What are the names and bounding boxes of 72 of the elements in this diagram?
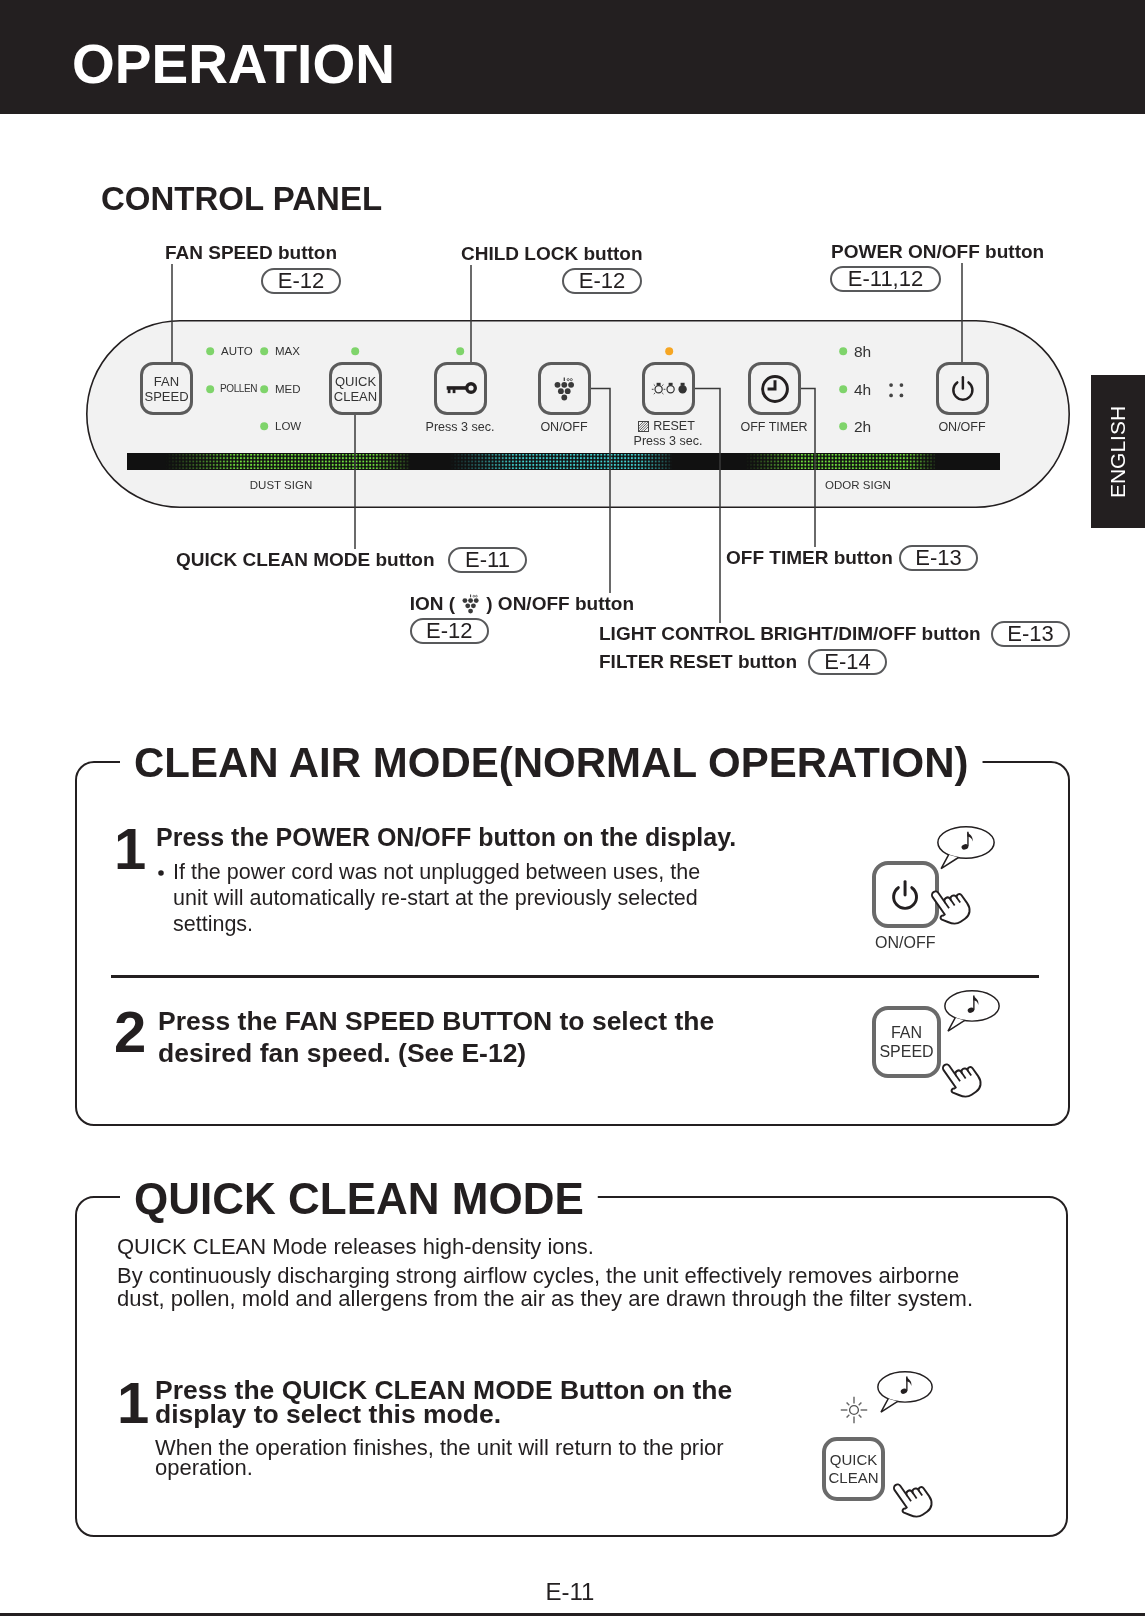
indicator-label: MED <box>275 382 301 396</box>
button-caption: RESET <box>653 418 695 434</box>
leader-line <box>961 262 963 363</box>
tab-label: ENGLISH <box>1106 405 1130 498</box>
button-caption: ON/OFF <box>938 419 986 435</box>
step-note: When the operation finishes, the unit will return to the prior operation. <box>155 1438 725 1478</box>
callout-label: ION ( <box>409 593 456 615</box>
indicator-label: LOW <box>275 419 302 433</box>
callout-label: FAN SPEED button <box>165 242 338 264</box>
language-tab <box>1091 375 1145 528</box>
indicator-label: POLLEN <box>220 383 258 395</box>
button-label: FAN SPEED <box>879 1023 934 1061</box>
page-reference: E-12 <box>261 268 341 294</box>
panel-button <box>329 362 382 415</box>
page-reference: E-12 <box>562 268 642 294</box>
button-label: QUICK CLEAN <box>333 373 378 404</box>
section-title: CONTROL PANEL <box>101 180 383 218</box>
timer-label: 2h <box>854 416 872 436</box>
button-caption: Press 3 sec. <box>425 419 495 435</box>
panel-button <box>748 362 801 415</box>
indicator-label: MAX <box>275 344 300 358</box>
callout-label: POWER ON/OFF button <box>831 241 1045 263</box>
sign-label: ODOR SIGN <box>825 478 891 492</box>
intro-text: QUICK CLEAN Mode releases high-density ions. <box>117 1234 594 1258</box>
button-caption: OFF TIMER <box>740 419 808 435</box>
leader-line <box>800 387 816 548</box>
leader-line <box>354 414 356 550</box>
leader-line <box>590 387 611 594</box>
button-illustration <box>822 1437 885 1501</box>
sign-label: DUST SIGN <box>249 478 313 492</box>
page-reference: E-13 <box>991 621 1070 647</box>
page-reference: E-14 <box>808 649 887 675</box>
step-number: 1 <box>117 1372 150 1434</box>
step-number: 2 <box>114 1001 147 1063</box>
indicator-label: AUTO <box>221 344 253 358</box>
page-reference: E-11 <box>448 547 527 573</box>
step-note: If the power cord was not unplugged between uses, the unit will automatically re-start at the previously selected settings. <box>173 859 702 937</box>
step-instruction: Press the FAN SPEED BUTTON to select the desired fan speed. (See E-12) <box>158 1005 716 1069</box>
page-title: OPERATION <box>72 34 395 94</box>
button-caption: ON/OFF <box>540 419 588 435</box>
page-number: E-11 <box>545 1578 595 1606</box>
intro-text: By continuously discharging strong airflow cycles, the unit effectively removes airborne dust, pollen, mold and allergens from the air as they are drawn through the filter system. <box>117 1263 974 1310</box>
page-reference: E-11,12 <box>830 266 941 292</box>
panel-button <box>936 362 989 415</box>
panel-button <box>434 362 487 415</box>
button-illustration <box>872 861 939 928</box>
timer-label: 8h <box>854 341 872 361</box>
button-caption: Press 3 sec. <box>633 433 703 449</box>
button-label: QUICK CLEAN <box>828 1451 879 1487</box>
page-reference: E-13 <box>899 545 978 571</box>
button-caption: ON/OFF <box>875 932 936 952</box>
step-number: 1 <box>114 818 147 880</box>
button-illustration <box>872 1006 941 1078</box>
step-instruction: Press the QUICK CLEAN MODE Button on the display to select this mode. <box>155 1378 734 1426</box>
leader-line <box>171 263 173 363</box>
callout-label: FILTER RESET button <box>599 651 798 673</box>
leader-line <box>470 264 472 363</box>
section-heading: CLEAN AIR MODE(NORMAL OPERATION) <box>134 739 969 787</box>
section-heading: QUICK CLEAN MODE <box>134 1174 584 1224</box>
page-reference: E-12 <box>409 618 489 644</box>
callout-label: OFF TIMER button <box>726 547 893 569</box>
leader-line <box>694 387 721 624</box>
callout-label: QUICK CLEAN MODE button <box>176 549 435 571</box>
button-label: FAN SPEED <box>144 373 189 404</box>
timer-label: 4h <box>854 379 872 399</box>
panel-button <box>140 362 193 415</box>
panel-button <box>642 362 695 415</box>
panel-button <box>538 362 591 415</box>
callout-label: LIGHT CONTROL BRIGHT/DIM/OFF button <box>599 623 981 645</box>
step-instruction: Press the POWER ON/OFF button on the display. <box>156 823 737 851</box>
callout-label: CHILD LOCK button <box>461 243 643 265</box>
callout-label: ) ON/OFF button <box>486 593 634 615</box>
